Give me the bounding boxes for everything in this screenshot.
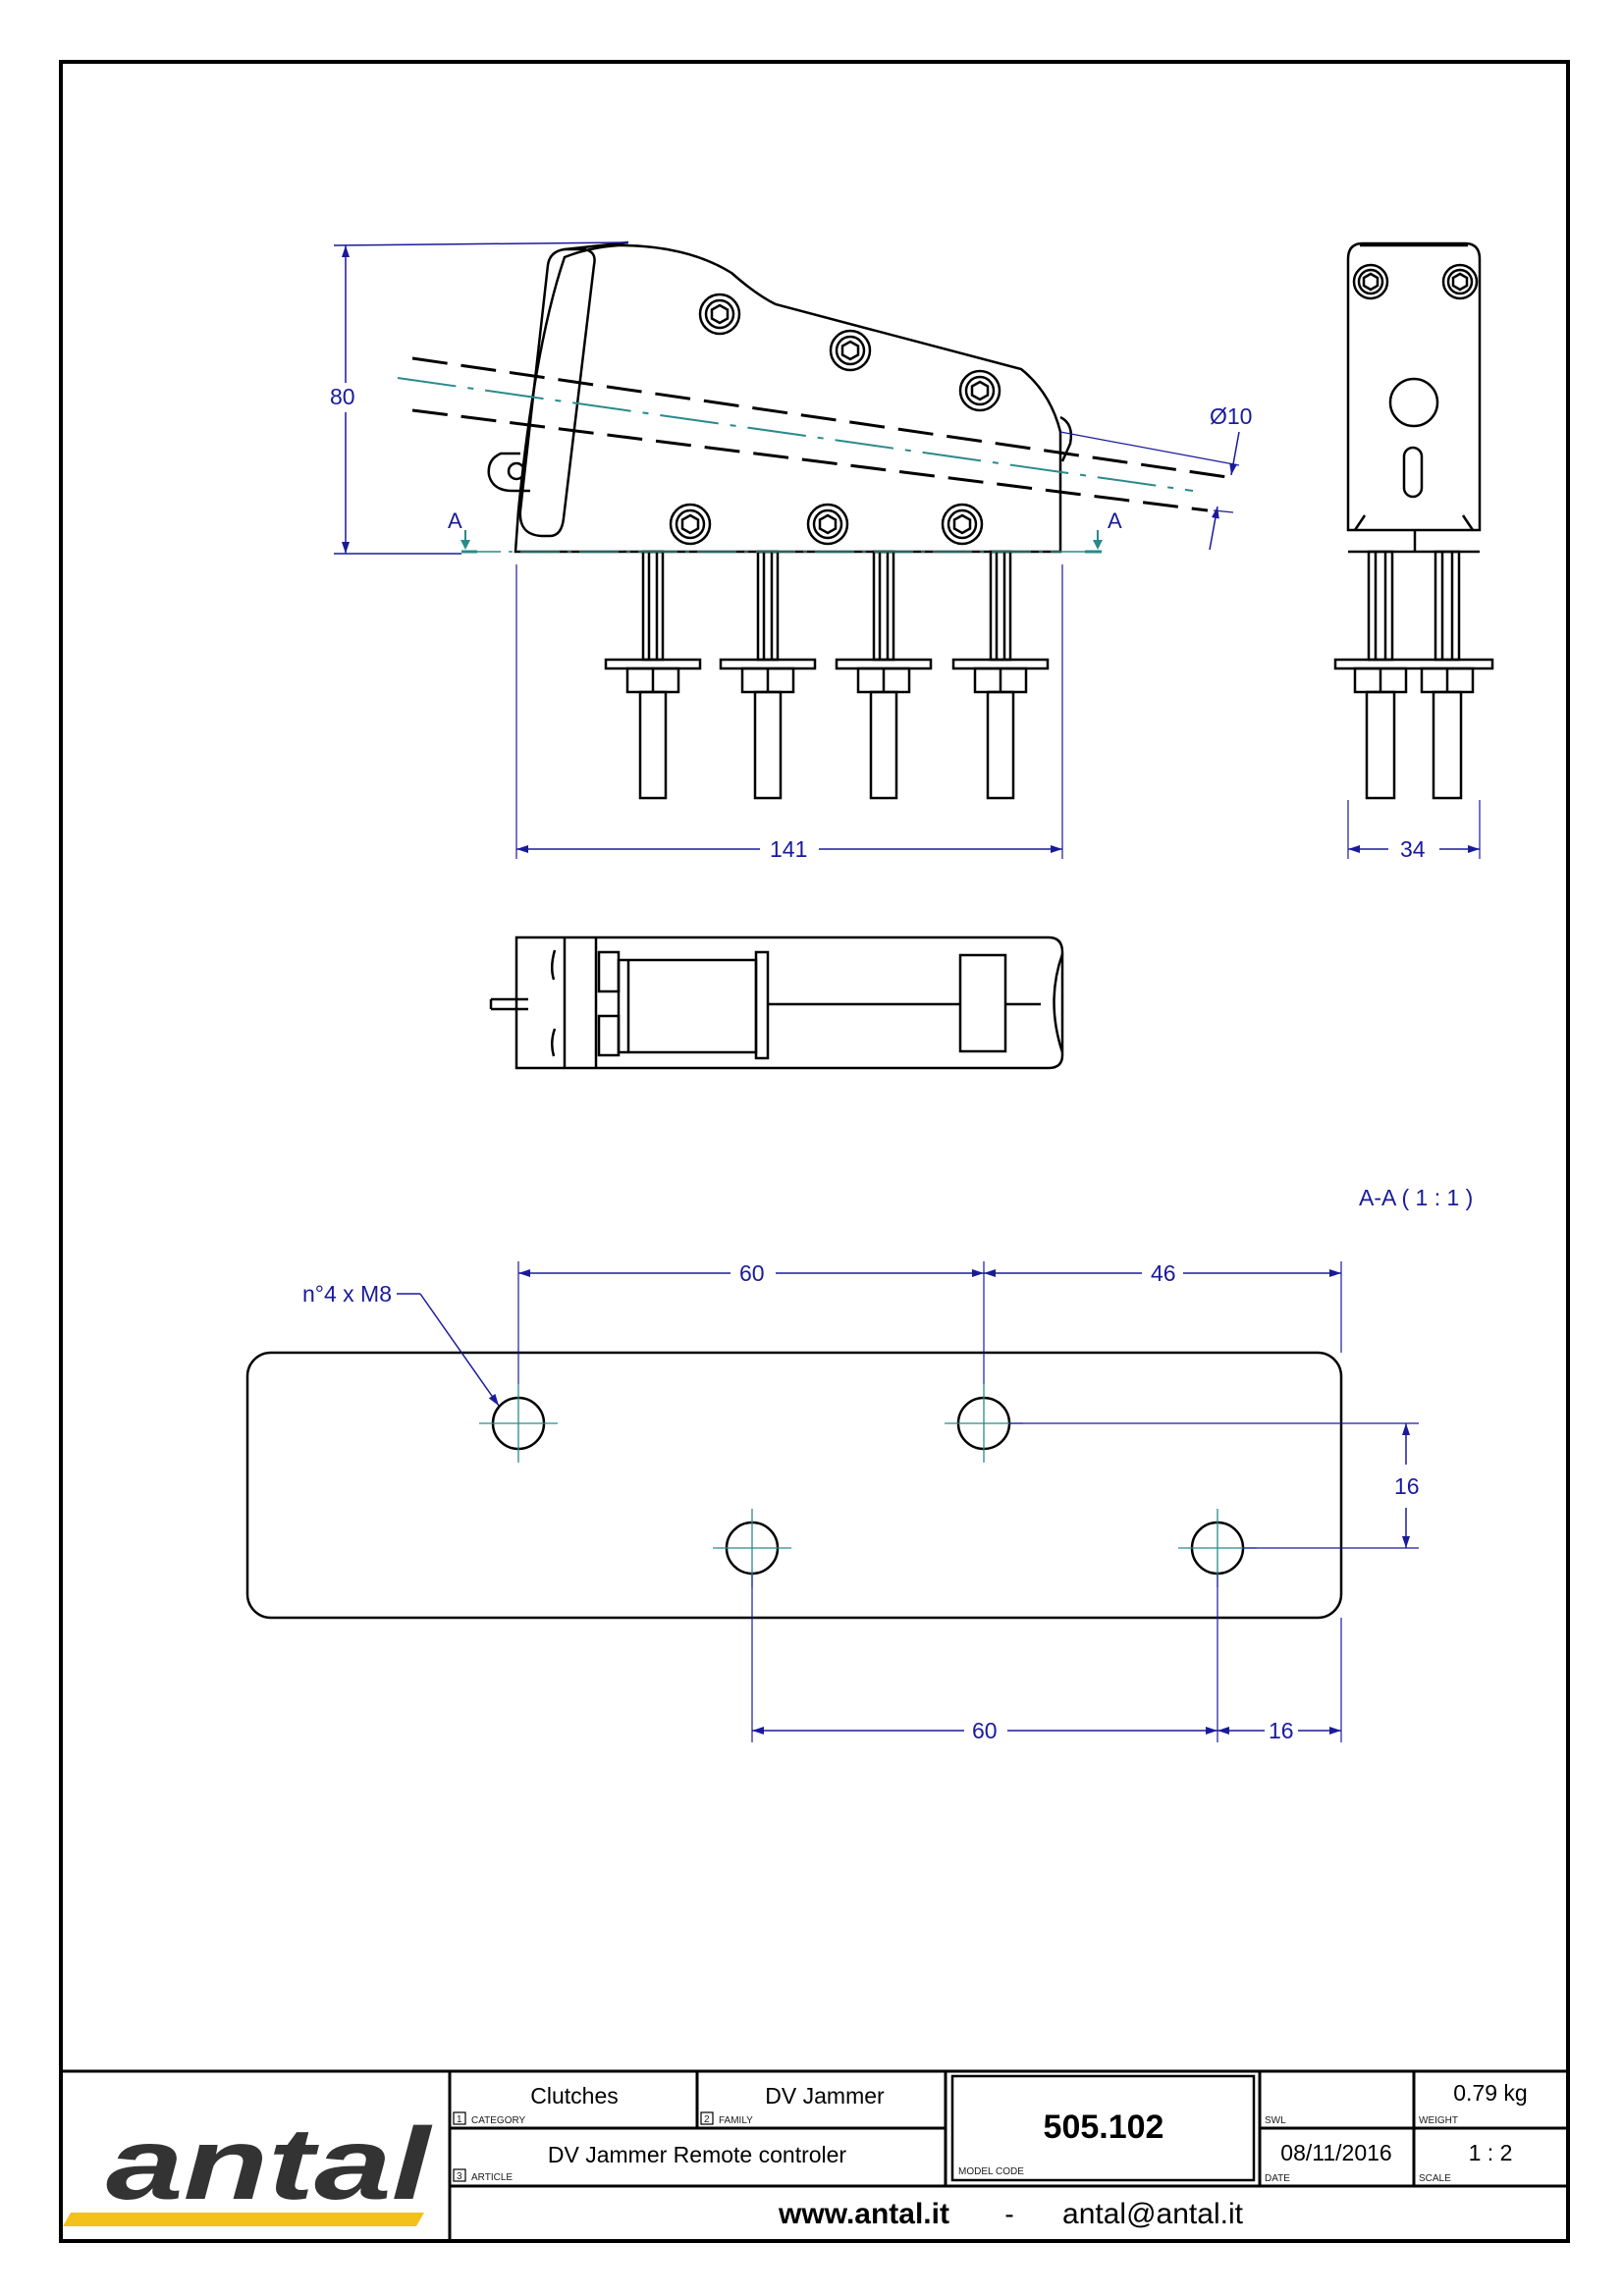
section-marker-left: A [448, 508, 462, 533]
dimension-top-spacing: 60 46 [517, 1260, 1342, 1384]
family-caption: FAMILY [719, 2115, 753, 2126]
weight-value: 0.79 kg [1453, 2080, 1527, 2106]
dimension-diameter-label: Ø10 [1210, 403, 1252, 429]
dimension-diameter: Ø10 [1059, 403, 1252, 551]
bolt-icon [698, 293, 741, 336]
top-view-outline [514, 935, 1064, 1070]
bolt-icon [958, 369, 1001, 412]
dimension-vertical: 16 [1009, 1422, 1420, 1549]
bolt-icon [806, 503, 849, 546]
section-a-markers: A A [448, 508, 1122, 554]
top-view [489, 935, 1064, 1070]
dimension-vertical-label: 16 [1394, 1473, 1420, 1499]
top-plate [564, 240, 629, 251]
end-view-body [1346, 241, 1482, 532]
hole-spec-callout: n°4 x M8 [302, 1281, 500, 1407]
mounting-studs-side [604, 550, 1050, 800]
side-view-bolts [669, 293, 1001, 546]
dimension-length: 141 [515, 564, 1063, 862]
mounting-hole [713, 1509, 791, 1587]
side-view [487, 240, 1073, 554]
title-block: antal Clutches 1 CATEGORY DV Jammer 2 FA… [61, 2069, 1568, 2241]
category-caption: CATEGORY [471, 2115, 526, 2126]
family-number: 2 [704, 2114, 710, 2125]
dimension-bottom-b-label: 16 [1269, 1718, 1294, 1743]
bolt-icon [829, 329, 872, 372]
date-value: 08/11/2016 [1280, 2140, 1391, 2165]
bolt-icon [941, 503, 984, 546]
bolt-icon [669, 503, 712, 546]
line-lead-tab [487, 452, 530, 493]
category-value: Clutches [530, 2083, 618, 2109]
section-title: A-A ( 1 : 1 ) [1359, 1185, 1473, 1210]
dimension-length-label: 141 [770, 836, 807, 862]
section-marker-right: A [1108, 508, 1122, 533]
dimension-width: 34 [1347, 800, 1481, 862]
category-number: 1 [457, 2114, 462, 2125]
article-number: 3 [457, 2171, 462, 2182]
scale-value: 1 : 2 [1469, 2140, 1513, 2165]
end-view [1333, 241, 1494, 800]
scale-caption: SCALE [1419, 2173, 1451, 2184]
hole-spec-label: n°4 x M8 [302, 1281, 392, 1307]
bolt-icon [1441, 263, 1479, 300]
dimension-height-label: 80 [330, 384, 355, 409]
contact-separator: - [1004, 2199, 1013, 2229]
base-plate-section [245, 1351, 1343, 1620]
rope-centerline [397, 377, 1194, 492]
front-cover [518, 247, 596, 538]
dimension-top-a-label: 60 [739, 1260, 765, 1286]
logo-underline [63, 2213, 424, 2226]
rope-path [397, 356, 1228, 512]
family-value: DV Jammer [765, 2083, 885, 2109]
base-plate [245, 1351, 1343, 1620]
email-link[interactable]: antal@antal.it [1062, 2198, 1244, 2230]
dimension-width-label: 34 [1400, 836, 1426, 862]
brand-logo: antal [63, 2108, 433, 2226]
article-caption: ARTICLE [471, 2172, 513, 2183]
dimension-bottom-a-label: 60 [972, 1718, 998, 1743]
drawing-border [59, 60, 1570, 2243]
bolt-icon [1352, 263, 1389, 300]
model-code-value: 505.102 [1044, 2109, 1164, 2146]
mounting-hole [479, 1384, 558, 1463]
dimension-height: 80 [330, 241, 629, 555]
rope-hole [1388, 377, 1439, 428]
swl-caption: SWL [1265, 2115, 1286, 2126]
model-code-caption: MODEL CODE [958, 2166, 1024, 2177]
website-link[interactable]: www.antal.it [778, 2198, 949, 2230]
slot [1402, 446, 1424, 499]
dimension-top-b-label: 46 [1151, 1260, 1176, 1286]
date-caption: DATE [1265, 2173, 1290, 2184]
jammer-body-outline [514, 243, 1062, 554]
logo-text: antal [106, 2108, 433, 2221]
article-value: DV Jammer Remote controler [548, 2142, 847, 2167]
weight-caption: WEIGHT [1419, 2115, 1458, 2126]
dimension-bottom-spacing: 60 16 [751, 1575, 1342, 1743]
